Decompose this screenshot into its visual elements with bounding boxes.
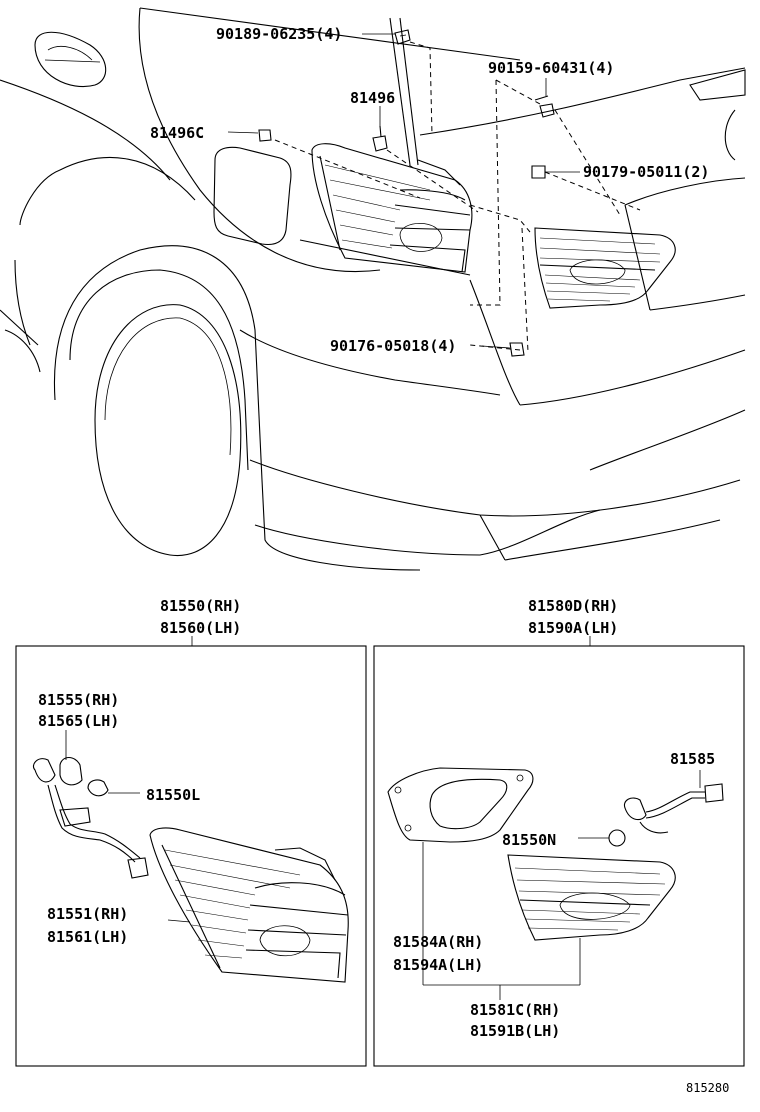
assembly-dashed-lines [274,41,641,353]
left-box-title-rh: 81550(RH) [160,597,241,615]
label-81584A-rh: 81584A(RH) [393,933,483,951]
label-90179-05011: 90179-05011(2) [583,163,709,181]
nut-90179-icon [531,165,546,179]
right-assembly-box [373,636,745,1067]
bulb-81550l-icon [87,779,140,797]
label-81561-lh: 81561(LH) [47,928,128,946]
right-box-title-lh: 81590A(LH) [528,619,618,637]
outer-tail-lamp-installed [311,143,473,273]
label-81555-rh: 81555(RH) [38,691,119,709]
socket-wire-icon [32,730,149,879]
bolt-icon [394,29,411,45]
figure-id: 815280 [686,1081,729,1095]
label-90176-05018: 90176-05018(4) [330,337,456,355]
label-81594A-lh: 81594A(LH) [393,956,483,974]
label-81496C: 81496C [150,124,204,142]
left-box-title-lh: 81560(LH) [160,619,241,637]
socket-81585-icon [623,770,724,834]
screw-icon [534,95,555,118]
label-90159-60431: 90159-60431(4) [488,59,614,77]
label-81585: 81585 [670,750,715,768]
left-assembly-box [15,636,367,1067]
car-rear-quarter-drawing [0,7,746,571]
right-box-title-rh: 81580D(RH) [528,597,618,615]
outer-lens-drawing [149,827,349,983]
bulb-81550n-icon [578,829,626,847]
label-81550N: 81550N [502,831,556,849]
nut-90176-icon [509,342,525,357]
label-81565-lh: 81565(LH) [38,712,119,730]
label-81550L: 81550L [146,786,200,804]
label-81551-rh: 81551(RH) [47,905,128,923]
inner-tail-lamp-installed [534,227,676,309]
clip-81496c-icon [258,129,272,142]
label-81581C-rh: 81581C(RH) [470,1001,560,1019]
label-81591B-lh: 81591B(LH) [470,1022,560,1040]
gasket-drawing [387,767,534,985]
clip-81496-icon [372,125,388,152]
inner-lens-drawing [507,854,676,985]
top-leader-lines [227,33,580,349]
label-90189-06235: 90189-06235(4) [216,25,342,43]
label-81496: 81496 [350,89,395,107]
